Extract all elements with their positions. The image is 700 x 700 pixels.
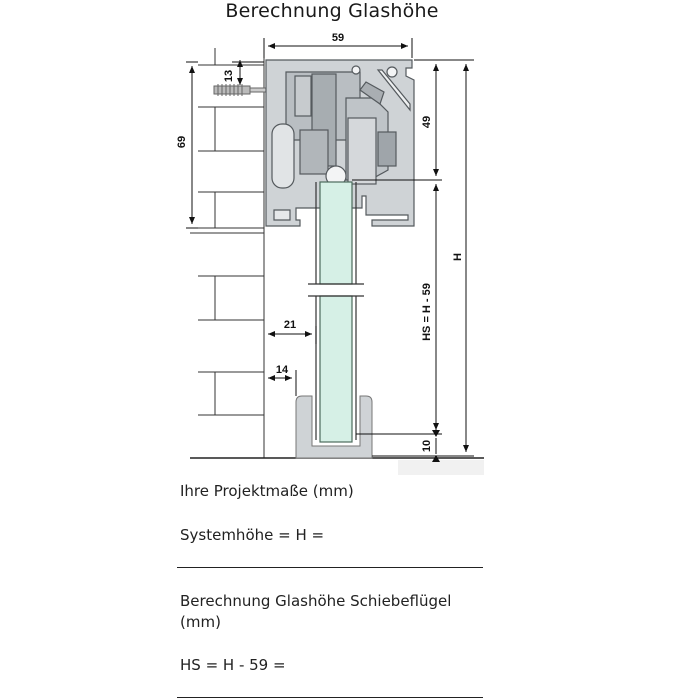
dim-label-59: 59 [332,32,344,44]
system-height-label: Systemhöhe = H = [180,526,325,544]
top-rail-profile [265,59,415,227]
calc-heading-line2: (mm) [180,613,221,631]
floor-guide [295,395,373,459]
dim-glass-offset [268,326,317,344]
page-title: Berechnung Glashöhe [225,0,439,22]
glass-panel [308,181,364,443]
dim-label-hs: HS = H - 59 [421,283,433,341]
dim-label-14: 14 [276,364,289,376]
form-heading: Ihre Projektmaße (mm) [180,482,354,500]
glass-formula-label: HS = H - 59 = [180,656,286,674]
dim-label-13: 13 [223,70,235,82]
dim-label-h: H [452,253,464,261]
dim-top-width [263,38,413,58]
sliding-door-section-diagram: 59 13 69 49 HS = H - 59 10 H 21 14 [176,32,484,475]
dim-screw [232,60,264,85]
dim-label-21: 21 [284,319,296,331]
system-height-input-line[interactable] [177,567,483,568]
dim-floor-guide [268,370,297,396]
brick-wall [190,48,265,458]
dim-label-10: 10 [421,440,433,452]
calc-heading-line1: Berechnung Glashöhe Schiebeflügel [180,592,452,610]
dim-left-height [186,61,198,229]
glass-height-input-line[interactable] [177,697,483,698]
dim-label-49: 49 [421,116,433,128]
dim-label-69: 69 [176,136,188,148]
